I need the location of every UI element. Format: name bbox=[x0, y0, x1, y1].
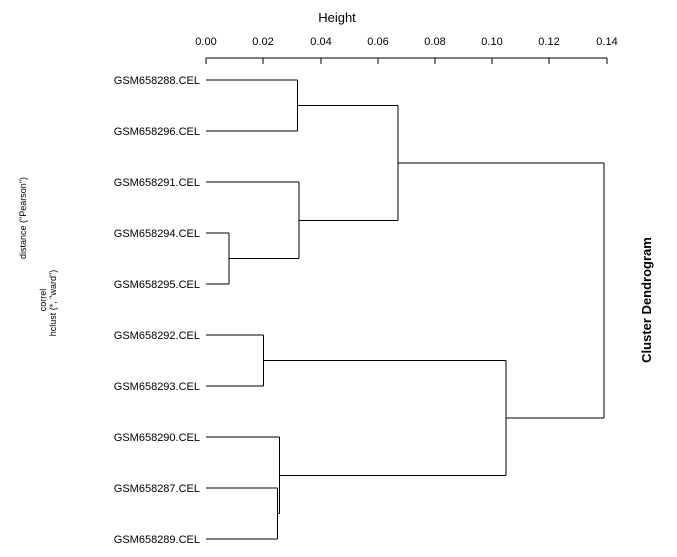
leaf-label-GSM658292-CEL: GSM658292.CEL bbox=[114, 330, 200, 342]
axis-line-group bbox=[205, 57, 608, 64]
tick-label-2: 0.04 bbox=[310, 36, 331, 48]
dendrogram-branches bbox=[206, 79, 605, 540]
tick-label-4: 0.08 bbox=[424, 36, 445, 48]
tick-label-5: 0.10 bbox=[481, 36, 502, 48]
dendrogram-leaf-labels: GSM658288.CEL GSM658296.CEL GSM658291.CEL G… bbox=[114, 75, 200, 546]
leaf-label-GSM658291-CEL: GSM658291.CEL bbox=[114, 177, 200, 189]
x-axis-label-line2: hclust (*, "ward") bbox=[48, 270, 58, 336]
leaf-label-GSM658293-CEL: GSM658293.CEL bbox=[114, 381, 200, 393]
tick-label-0: 0.00 bbox=[195, 36, 216, 48]
x-axis-label-line1: correl bbox=[38, 289, 48, 312]
leaf-label-GSM658294-CEL: GSM658294.CEL bbox=[114, 228, 200, 240]
leaf-label-GSM658287-CEL: GSM658287.CEL bbox=[114, 483, 200, 495]
leaf-label-GSM658290-CEL: GSM658290.CEL bbox=[114, 432, 200, 444]
axis-title-height: Height bbox=[318, 10, 356, 25]
leaf-label-GSM658295-CEL: GSM658295.CEL bbox=[114, 279, 200, 291]
main-title: Cluster Dendrogram bbox=[639, 237, 654, 363]
leaf-label-GSM658296-CEL: GSM658296.CEL bbox=[114, 126, 200, 138]
tick-label-3: 0.06 bbox=[367, 36, 388, 48]
tick-label-6: 0.12 bbox=[538, 36, 559, 48]
y-axis-label: distance ("Pearson") bbox=[18, 177, 28, 259]
tick-label-1: 0.02 bbox=[252, 36, 273, 48]
tick-label-7: 0.14 bbox=[596, 36, 617, 48]
leaf-label-GSM658289-CEL: GSM658289.CEL bbox=[114, 534, 200, 546]
axis-tick-labels: 0.00 0.02 0.04 0.06 0.08 0.10 0.12 0.14 bbox=[195, 36, 617, 48]
leaf-label-GSM658288-CEL: GSM658288.CEL bbox=[114, 75, 200, 87]
